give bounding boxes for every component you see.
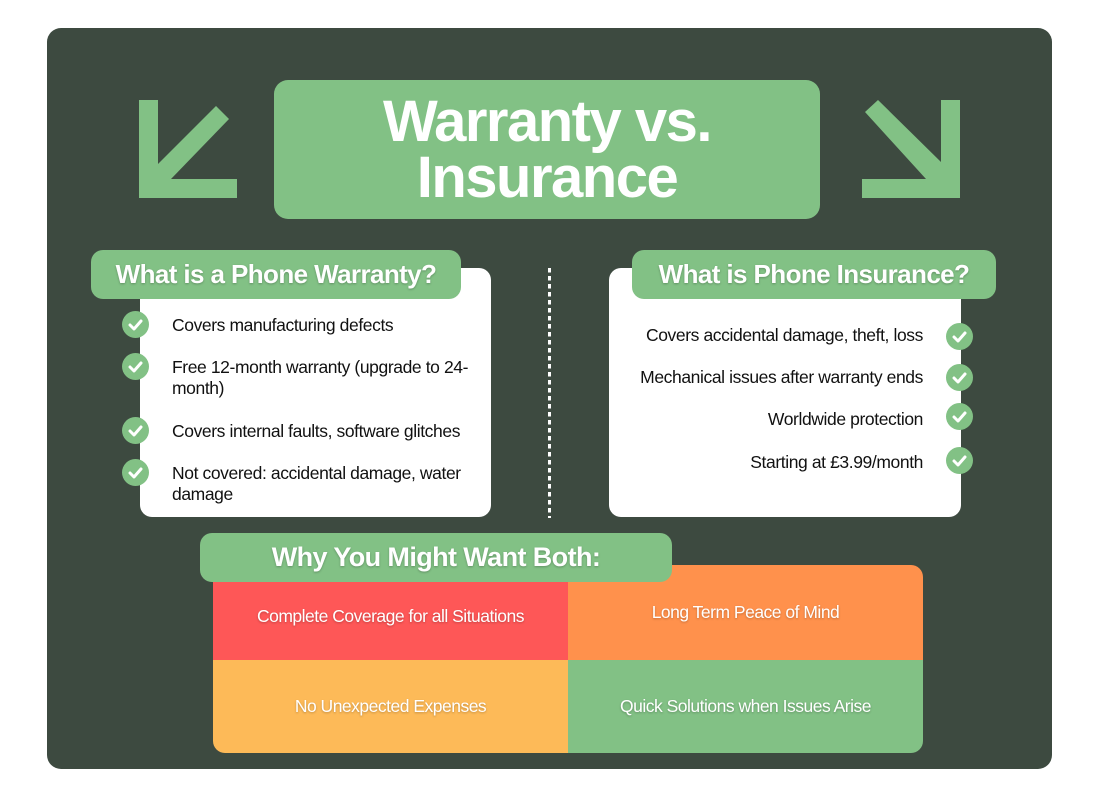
insurance-heading: What is Phone Insurance? — [632, 250, 996, 299]
check-circle-icon — [122, 417, 149, 444]
reason-tile-no-unexpected-expenses: No Unexpected Expenses — [213, 660, 568, 753]
insurance-card — [609, 268, 961, 517]
dotted-divider — [548, 268, 551, 518]
warranty-item: Covers internal faults, software glitche… — [172, 421, 461, 441]
page-title: Warranty vs. Insurance — [274, 80, 820, 219]
check-circle-icon — [122, 459, 149, 486]
insurance-item: Mechanical issues after warranty ends — [640, 367, 923, 387]
warranty-item: Free 12-month warranty (upgrade to 24-mo… — [172, 357, 469, 398]
reason-label: Quick Solutions when Issues Arise — [620, 696, 872, 716]
warranty-item: Not covered: accidental damage, water da… — [172, 463, 461, 504]
reason-tile-quick-solutions: Quick Solutions when Issues Arise — [568, 660, 923, 753]
check-circle-icon — [946, 403, 973, 430]
warranty-heading: What is a Phone Warranty? — [91, 250, 461, 299]
reason-tile-complete-coverage: Complete Coverage for all Situations — [213, 582, 568, 660]
arrow-down-right-icon — [862, 100, 962, 200]
reason-label: Long Term Peace of Mind — [651, 602, 840, 622]
check-circle-icon — [946, 323, 973, 350]
insurance-item: Starting at £3.99/month — [750, 452, 923, 472]
check-circle-icon — [122, 311, 149, 338]
reason-label: No Unexpected Expenses — [294, 696, 487, 716]
insurance-item: Covers accidental damage, theft, loss — [645, 325, 923, 345]
arrow-down-left-icon — [139, 100, 239, 200]
check-circle-icon — [946, 447, 973, 474]
check-circle-icon — [122, 353, 149, 380]
reason-label: Complete Coverage for all Situations — [256, 605, 525, 626]
warranty-item: Covers manufacturing defects — [172, 315, 394, 335]
check-circle-icon — [946, 364, 973, 391]
why-both-heading: Why You Might Want Both: — [200, 533, 672, 582]
title-line-2: Insurance — [416, 144, 679, 210]
insurance-item: Worldwide protection — [767, 409, 923, 429]
title-line-1: Warranty vs. — [383, 88, 713, 154]
warranty-card — [140, 268, 491, 517]
